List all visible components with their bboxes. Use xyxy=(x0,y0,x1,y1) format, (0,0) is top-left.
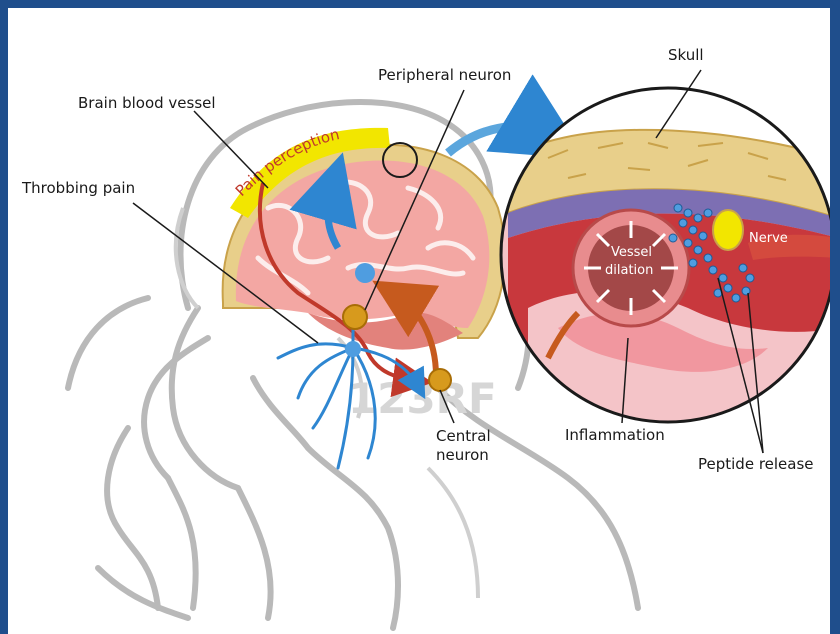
neuron-label: neuron xyxy=(436,446,489,464)
throbbing-pain-label: Throbbing pain xyxy=(21,179,135,197)
migraine-diagram: 123RF Pain perception xyxy=(8,8,830,634)
peripheral-neuron-dot xyxy=(343,305,367,329)
skull-label: Skull xyxy=(668,46,704,64)
upper-neuron xyxy=(355,263,375,283)
vessel-dilation: Vessel dilation xyxy=(573,210,689,326)
vessel-label: Vessel xyxy=(611,245,652,260)
nerve-junction xyxy=(345,341,361,357)
central-label: Central xyxy=(436,427,491,445)
zoom-arrow xyxy=(448,127,548,153)
dilation-label: dilation xyxy=(605,263,653,278)
diagram-frame: 123RF Pain perception xyxy=(8,8,830,634)
peripheral-neuron-label: Peripheral neuron xyxy=(378,66,511,84)
central-neuron-dot xyxy=(429,369,451,391)
nerve-label: Nerve xyxy=(749,231,788,246)
brain-blood-vessel-label: Brain blood vessel xyxy=(78,94,216,112)
peptide-release-label: Peptide release xyxy=(698,455,814,473)
inflammation-label: Inflammation xyxy=(565,426,665,444)
nerve-ending xyxy=(713,210,743,250)
